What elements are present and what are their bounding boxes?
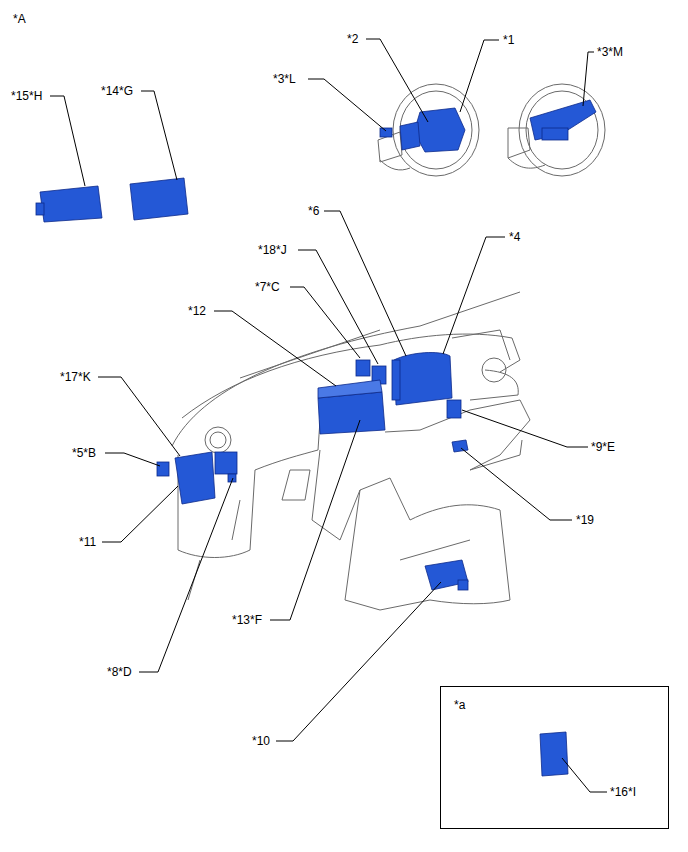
callout-number: *9*E bbox=[590, 440, 616, 454]
callout-number: *4 bbox=[508, 230, 521, 244]
callout-number: *12 bbox=[187, 304, 207, 318]
callout-number: *1 bbox=[502, 33, 515, 47]
inset-label: *a bbox=[453, 698, 466, 712]
callout-number: *18*J bbox=[257, 243, 288, 257]
callout-number: *17*K bbox=[59, 370, 92, 384]
callout-number: *8*D bbox=[106, 665, 133, 679]
callout-number: *10 bbox=[251, 734, 271, 748]
callout-number: *14*G bbox=[100, 84, 134, 98]
leader-lines bbox=[50, 39, 607, 792]
callout-number: *13*F bbox=[231, 613, 263, 627]
callout-number: *2 bbox=[346, 32, 359, 46]
callout-number: *15*H bbox=[10, 89, 43, 103]
callout-number: *A bbox=[12, 12, 27, 26]
callout-number: *6 bbox=[307, 204, 320, 218]
vehicle-outline bbox=[172, 84, 605, 610]
callout-number: *3*M bbox=[596, 45, 624, 59]
callout-number: *16*I bbox=[609, 785, 637, 799]
callout-number: *19 bbox=[575, 513, 595, 527]
callout-number: *7*C bbox=[254, 280, 281, 294]
component-parts bbox=[36, 100, 596, 776]
inset-box: *a bbox=[440, 686, 669, 829]
callout-number: *3*L bbox=[272, 72, 297, 86]
callout-number: *5*B bbox=[71, 446, 97, 460]
callout-number: *11 bbox=[78, 535, 97, 549]
